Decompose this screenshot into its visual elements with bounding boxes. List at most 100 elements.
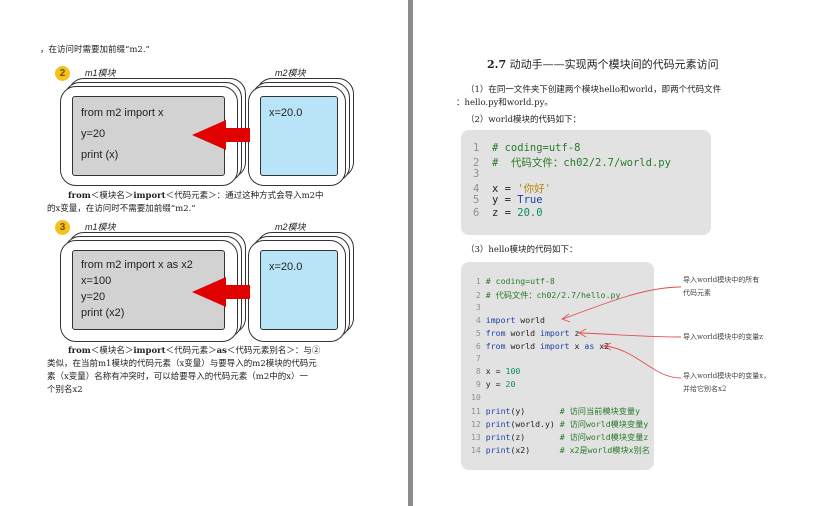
- m1-code-line: from m2 import x: [81, 107, 164, 119]
- code-line: 14 print(x2) # x2是world模块x别名: [471, 444, 650, 456]
- m1-code-line: x=100: [81, 275, 112, 287]
- code-token: print: [485, 406, 511, 416]
- line-number: 1: [473, 142, 492, 154]
- import-arrow: [192, 277, 250, 307]
- code-token: from: [485, 340, 506, 351]
- para2-line3: 素（x变量）名称有冲突时，可以给要导入的代码元素（m2中的x）一: [47, 372, 309, 382]
- code-token: z =: [491, 207, 518, 219]
- code-token: y =: [485, 379, 506, 390]
- line-number: 11: [471, 406, 486, 416]
- section-heading: 2.7 动动手——实现两个模块间的代码元素访问: [487, 58, 719, 71]
- m2-module-label: m2模块: [275, 222, 306, 232]
- m2-code-line: x=20.0: [269, 107, 303, 119]
- code-token: from: [485, 327, 506, 338]
- code-token: '你好': [517, 183, 551, 195]
- code-token: as: [584, 340, 595, 351]
- code-token: world: [505, 340, 541, 351]
- line-number: 8: [471, 366, 486, 377]
- code-line: 5 y = True: [473, 194, 543, 206]
- code-token: x: [569, 340, 585, 351]
- code-token: y =: [491, 194, 518, 206]
- code-token: (x2): [510, 444, 560, 455]
- code-token: z: [569, 327, 580, 338]
- code-line: 9 y = 20: [471, 379, 515, 389]
- code-line: 3: [473, 168, 479, 180]
- code-token: print: [485, 431, 511, 442]
- line-number: 3: [471, 301, 481, 312]
- line-number: 1: [471, 276, 486, 286]
- para1-line2: 的x变量，在访问时不需要加前缀“m2.”: [47, 204, 196, 214]
- para2-line1: from＜模块名＞import＜代码元素＞as＜代码元素别名＞：与②: [68, 346, 321, 356]
- m1-code-line: print (x): [81, 149, 119, 161]
- code-line: 5 from world import z: [471, 327, 580, 338]
- code-token: import: [485, 314, 516, 325]
- code-token: (z): [510, 431, 560, 442]
- m1-code-box: from m2 import x y=20 print (x): [72, 96, 225, 176]
- line-number: 2: [473, 157, 492, 169]
- diagram-arrows: [192, 120, 250, 307]
- code-token: (y): [510, 406, 560, 416]
- code-token: 20: [505, 379, 516, 390]
- code-token: import: [540, 327, 570, 338]
- callout-import-all: 导入world模块中的所有 代码元素: [683, 276, 760, 297]
- callout-line: [579, 332, 682, 338]
- line-number: 9: [471, 379, 486, 390]
- code-token: # coding=utf-8: [485, 276, 555, 286]
- para2-line4: 个别名x2: [47, 385, 83, 395]
- m1-module-label: m1模块: [85, 68, 116, 78]
- line-number: 13: [471, 431, 486, 442]
- code-token: 20.0: [517, 207, 543, 219]
- m2-code-box: x=20.0: [260, 250, 338, 330]
- code-line: 12 print(world.y) # 访问world模块变量y: [471, 418, 648, 430]
- callout-lines: [561, 286, 682, 379]
- code-token: 100: [505, 366, 521, 377]
- left-page: ，在访问时需要加前缀“m2.” 2 m1模块 m2模块 from m2 impo…: [0, 0, 408, 506]
- m2-module-label: m2模块: [275, 68, 306, 78]
- callout-import-alias: 导入world模块中的变量x， 并给它别名x2: [683, 372, 771, 393]
- para-step1-line1: （1）在同一文件夹下创建两个模块hello和world，即两个代码文件: [466, 85, 722, 95]
- code-token: x =: [491, 183, 518, 195]
- step-badge-3: 3: [55, 220, 70, 235]
- line-number: 3: [473, 168, 480, 180]
- callout-line: [562, 286, 682, 320]
- intro-line: ，在访问时需要加前缀“m2.”: [40, 45, 150, 55]
- code-line: 3: [471, 302, 481, 312]
- m1-code-line: y=20: [81, 128, 106, 140]
- line-number: 10: [471, 392, 481, 403]
- code-token: world: [505, 327, 541, 338]
- code-line: 8 x = 100: [471, 366, 520, 376]
- page-divider: [408, 0, 413, 506]
- para-step3: （3）hello模块的代码如下：: [466, 245, 578, 255]
- code-token: # x2是world模块x别名: [559, 444, 650, 455]
- callout-arrowhead: [602, 342, 612, 351]
- para2-line2: 类似，在当前m1模块的代码元素（x变量）与要导入的m2模块的代码元: [47, 359, 317, 369]
- code-line: 6 z = 20.0: [473, 207, 543, 219]
- code-line: 7: [471, 353, 481, 363]
- line-number: 12: [471, 418, 486, 429]
- line-number: 14: [471, 444, 486, 455]
- hello-code-block: 1 # coding=utf-8 2 # 代码文件：ch02/2.7/hello…: [461, 262, 654, 470]
- line-number: 5: [471, 327, 486, 338]
- import-arrow: [192, 120, 250, 150]
- code-line: 4 import world: [471, 315, 545, 325]
- code-token: # 代码文件：ch02/2.7/world.py: [491, 157, 671, 169]
- callout-line: [604, 345, 682, 379]
- code-token: True: [517, 194, 543, 206]
- para-step2: （2）world模块的代码如下：: [466, 115, 582, 125]
- m2-code-box: x=20.0: [260, 96, 338, 176]
- m1-code-line: from m2 import x as x2: [81, 259, 193, 271]
- line-number: 4: [471, 314, 486, 325]
- code-line: 1 # coding=utf-8: [473, 142, 580, 154]
- callout-arrowhead: [578, 328, 587, 338]
- code-token: # coding=utf-8: [491, 142, 581, 154]
- line-number: 4: [473, 183, 492, 195]
- line-number: 5: [473, 194, 492, 206]
- code-token: world: [515, 314, 545, 325]
- para-step1-line2: ：hello.py和world.py。: [456, 98, 553, 108]
- code-token: import: [540, 340, 570, 351]
- code-line: 4 x = '你好': [473, 181, 551, 196]
- code-token: # 代码文件：ch02/2.7/hello.py: [485, 289, 621, 300]
- code-token: # 访问当前模块变量y: [559, 406, 641, 416]
- line-number: 2: [471, 289, 486, 300]
- m2-code-line: x=20.0: [269, 261, 303, 273]
